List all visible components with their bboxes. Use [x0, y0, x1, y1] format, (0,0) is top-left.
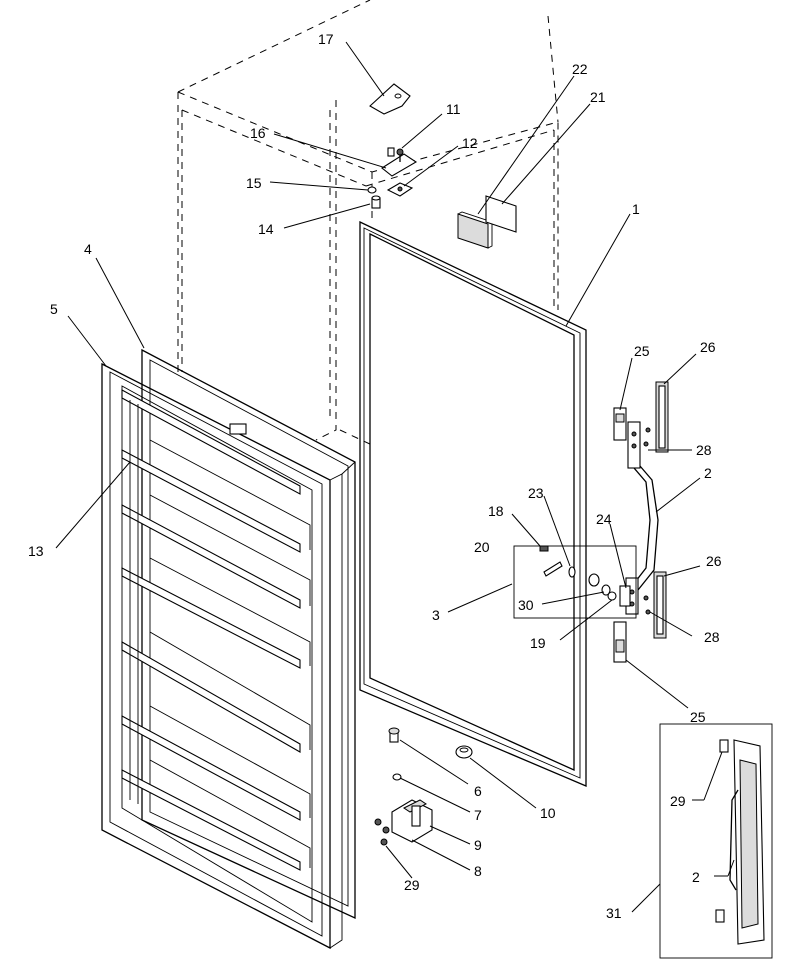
lock-key-18	[539, 545, 549, 552]
door-shelf	[121, 389, 301, 495]
callout-6: 6	[474, 783, 482, 799]
door-gasket	[359, 220, 587, 787]
lock-body-19	[607, 591, 617, 601]
callout-24: 24	[596, 511, 612, 527]
callout-19: 19	[530, 635, 546, 651]
callout-15: 15	[246, 175, 262, 191]
callout-10: 10	[540, 805, 556, 821]
screw-28-upper	[643, 427, 651, 447]
door-shelf	[121, 631, 311, 753]
callout-labels: 17 22 21 11 16 12 15 14 1 4 5 25 26 28 2…	[28, 31, 722, 921]
callout-18: 18	[488, 503, 504, 519]
callout-9: 9	[474, 837, 482, 853]
handle-trim-26-upper	[655, 381, 669, 453]
inset-handle-2	[729, 739, 765, 945]
handle-2	[625, 421, 659, 615]
bottom-hinge-9	[391, 799, 433, 843]
lock-washer-23	[568, 566, 576, 578]
door-panel	[101, 362, 356, 950]
callout-31: 31	[606, 905, 622, 921]
hinge-shim-12	[386, 182, 414, 197]
callout-25-lower: 25	[690, 709, 706, 725]
callout-22: 22	[572, 61, 588, 77]
hinge-pin-14	[371, 195, 381, 209]
door-shelf	[121, 705, 311, 821]
leader-lines	[55, 41, 735, 913]
washer-15	[367, 186, 377, 194]
hinge-screw-6	[388, 727, 400, 743]
callout-28-upper: 28	[696, 442, 712, 458]
handle-kit-31	[659, 723, 773, 959]
hinge-cover-17	[369, 83, 411, 115]
callout-13: 13	[28, 543, 44, 559]
lock-bracket-24	[619, 585, 631, 607]
callout-1: 1	[632, 201, 640, 217]
callout-26-lower: 26	[706, 553, 722, 569]
callout-26-upper: 26	[700, 339, 716, 355]
washer-7	[392, 773, 402, 781]
lock-washer-30	[588, 573, 611, 596]
callout-29: 29	[404, 877, 420, 893]
callout-29-inset: 29	[670, 793, 686, 809]
top-hinge-16	[381, 147, 418, 177]
inset-screw-29	[715, 739, 729, 923]
lock-pin-20	[543, 561, 563, 577]
callout-2-handle: 2	[704, 465, 712, 481]
callout-11: 11	[446, 101, 461, 117]
callout-8: 8	[474, 863, 482, 879]
callout-23: 23	[528, 485, 544, 501]
door-stop-10	[455, 745, 473, 759]
lock-kit-3	[513, 545, 637, 619]
door-shelf	[121, 557, 311, 669]
door-shelf	[121, 494, 311, 609]
callout-5: 5	[50, 301, 58, 317]
label-21	[485, 195, 517, 233]
callout-3: 3	[432, 607, 440, 623]
door-shelf	[121, 759, 311, 871]
callout-28-lower: 28	[704, 629, 720, 645]
callout-14: 14	[258, 221, 274, 237]
screw-28-lower	[643, 595, 651, 615]
door-shelf	[121, 439, 311, 553]
callout-2-inset: 2	[692, 869, 700, 885]
door-shelves	[121, 389, 311, 871]
callout-20: 20	[474, 539, 490, 555]
hinge-screw-11	[396, 148, 404, 162]
callout-7: 7	[474, 807, 482, 823]
handle-end-cap-25-lower	[613, 621, 627, 663]
handle-trim-26-lower	[653, 571, 667, 639]
callout-25-upper: 25	[634, 343, 650, 359]
hinge-screws-8	[374, 818, 390, 846]
callout-30: 30	[518, 597, 534, 613]
callout-16: 16	[250, 125, 266, 141]
callout-17: 17	[318, 31, 334, 47]
callout-21: 21	[590, 89, 606, 105]
cabinet-outline	[177, 0, 559, 446]
handle-end-cap-25-upper	[613, 407, 627, 441]
callout-4: 4	[84, 241, 92, 257]
callout-12: 12	[462, 135, 478, 151]
